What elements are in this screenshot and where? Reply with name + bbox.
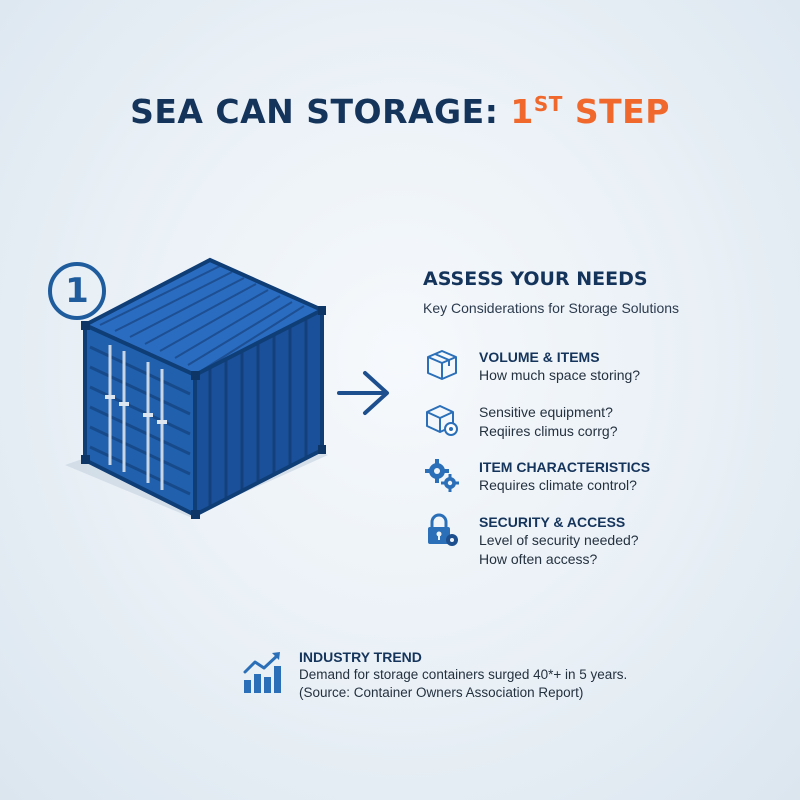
trend-source: (Source: Container Owners Association Re…	[299, 685, 584, 700]
box-icon	[427, 350, 457, 380]
consideration-line: Reqiires climus corrg?	[479, 423, 618, 439]
title-main: SEA CAN STORAGE:	[130, 92, 499, 131]
consideration-title: SECURITY & ACCESS	[479, 514, 626, 530]
consideration-line: How much space storing?	[479, 367, 641, 383]
title-step-suffix: ST	[533, 92, 563, 116]
trend-statistic: Demand for storage containers surged 40*…	[299, 667, 628, 682]
consideration-title: VOLUME & ITEMS	[479, 349, 600, 365]
trend-title: INDUSTRY TREND	[299, 649, 422, 665]
bar-chart-trend-icon	[243, 652, 281, 693]
section-heading: ASSESS YOUR NEEDS	[423, 268, 648, 290]
page-title: SEA CAN STORAGE: 1ST STEP	[0, 92, 800, 131]
assess-needs-panel: ASSESS YOUR NEEDS Key Considerations for…	[423, 268, 773, 567]
box-gear-icon	[426, 405, 458, 436]
step-number-badge: 1	[48, 262, 106, 320]
consideration-line: Requires climate control?	[479, 477, 637, 493]
title-step-number: 1	[510, 92, 534, 131]
gears-icon	[425, 459, 459, 492]
title-step: 1ST STEP	[510, 92, 670, 131]
consideration-line: Sensitive equipment?	[479, 404, 613, 420]
arrow-right-icon	[337, 371, 389, 415]
lock-key-icon	[428, 513, 458, 546]
consideration-line: Level of security needed?	[479, 532, 639, 548]
consideration-line: How often access?	[479, 551, 598, 567]
section-subheading: Key Considerations for Storage Solutions	[423, 300, 680, 316]
consideration-title: ITEM CHARACTERISTICS	[479, 459, 651, 475]
title-step-word: STEP	[574, 92, 670, 131]
shipping-container-illustration	[65, 257, 328, 519]
